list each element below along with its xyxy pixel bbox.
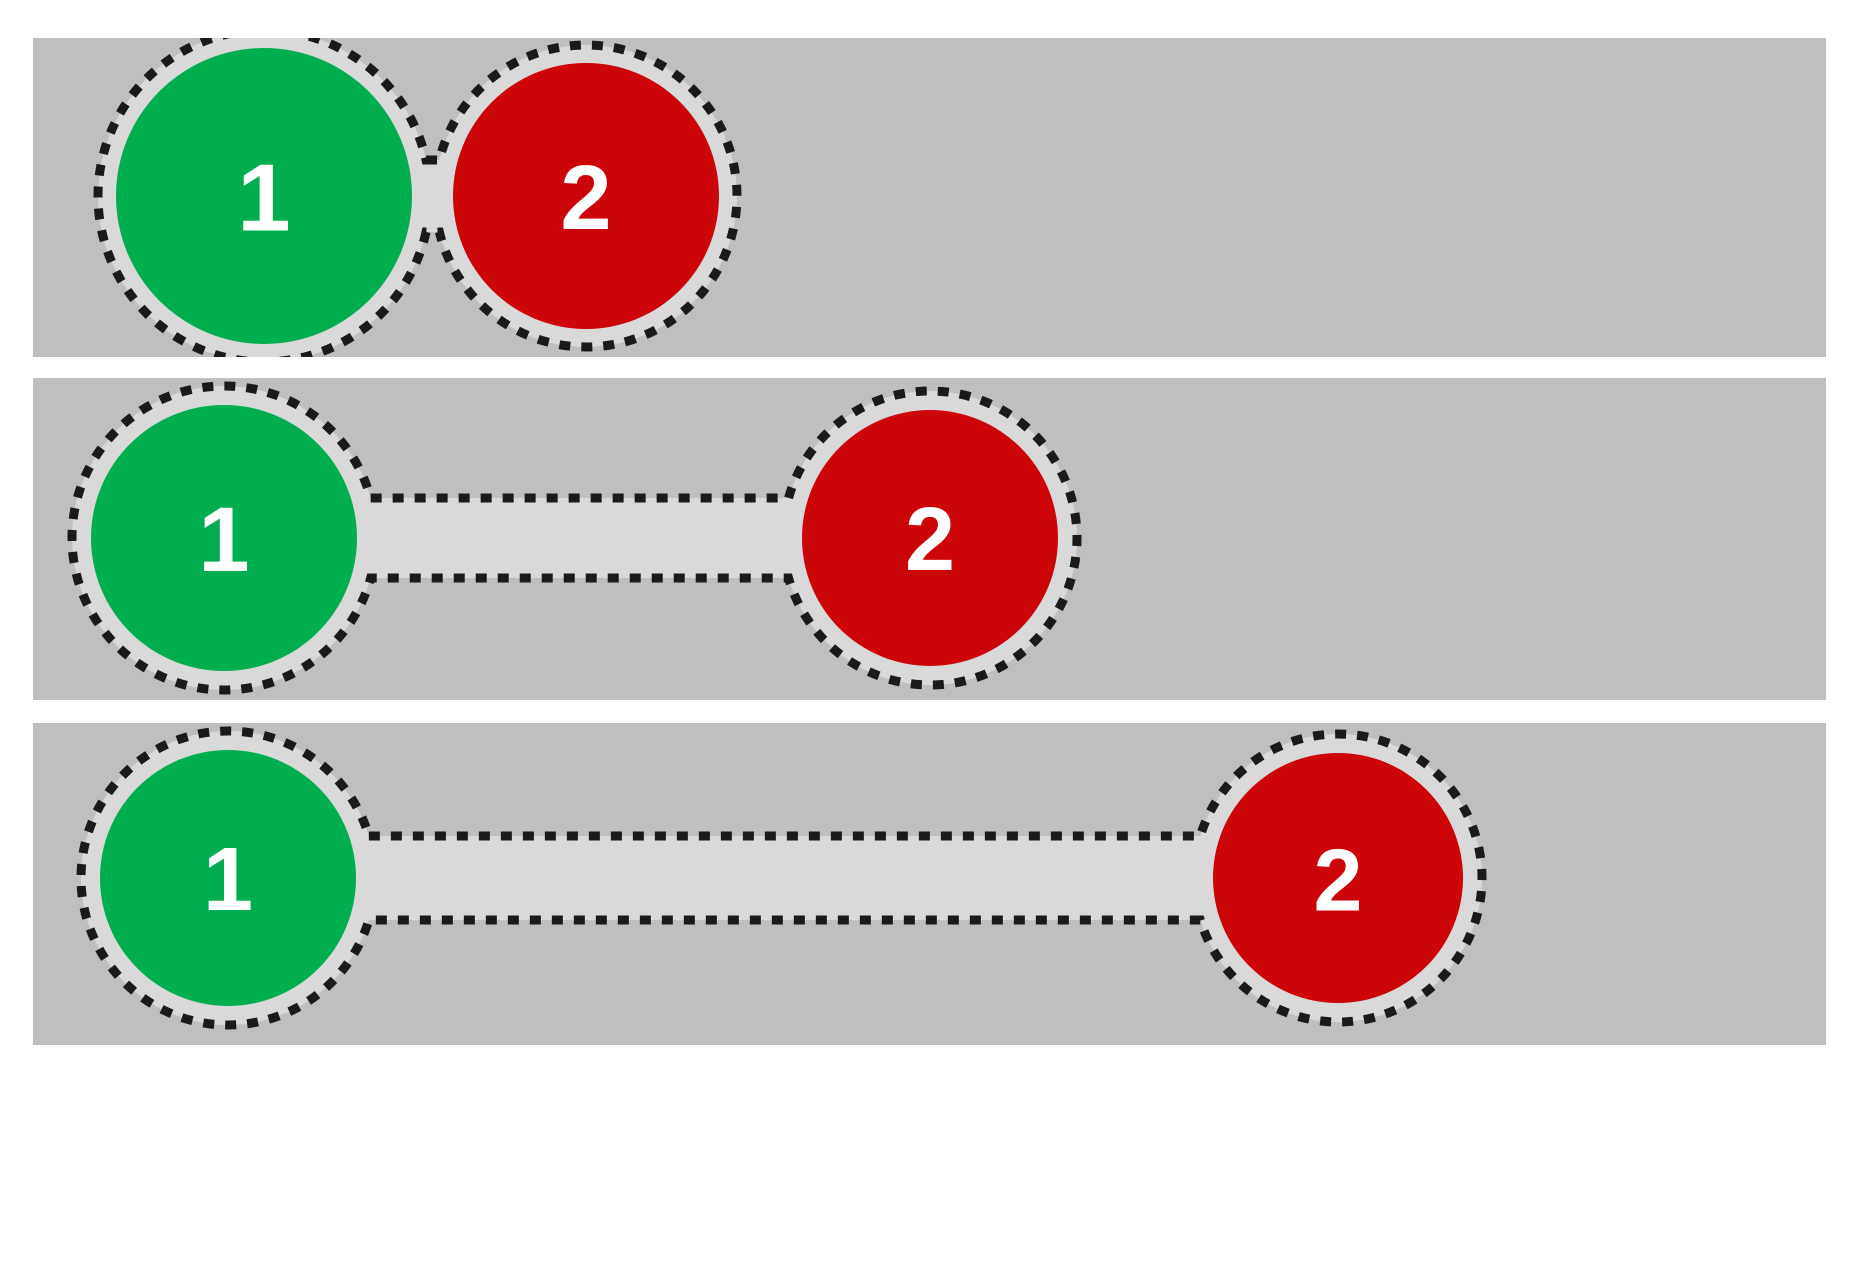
- graph-node-2[interactable]: 2: [802, 410, 1058, 666]
- graph-node-1[interactable]: 1: [100, 750, 356, 1006]
- node-circle[interactable]: [100, 750, 356, 1006]
- node-label: 2: [1314, 831, 1363, 930]
- node-circle[interactable]: [1213, 753, 1463, 1003]
- node-label: 2: [905, 490, 955, 590]
- capsule-dotted-outline: [67, 381, 1082, 695]
- graph-node-2[interactable]: 2: [453, 63, 719, 329]
- node-circle[interactable]: [116, 48, 412, 344]
- node-circle[interactable]: [91, 405, 357, 671]
- graph-node-1[interactable]: 1: [91, 405, 357, 671]
- capsule-dotted-outline: [93, 38, 742, 357]
- node-circle[interactable]: [802, 410, 1058, 666]
- node-circle[interactable]: [453, 63, 719, 329]
- capsule-fill: [80, 731, 1482, 1025]
- graph-node-1[interactable]: 1: [116, 48, 412, 344]
- graph-node-2[interactable]: 2: [1213, 753, 1463, 1003]
- node-label: 1: [198, 489, 249, 591]
- node-label: 2: [560, 147, 611, 249]
- capsule-dotted-outline: [76, 726, 1487, 1030]
- node-label: 1: [237, 145, 290, 252]
- node-label: 1: [203, 830, 253, 930]
